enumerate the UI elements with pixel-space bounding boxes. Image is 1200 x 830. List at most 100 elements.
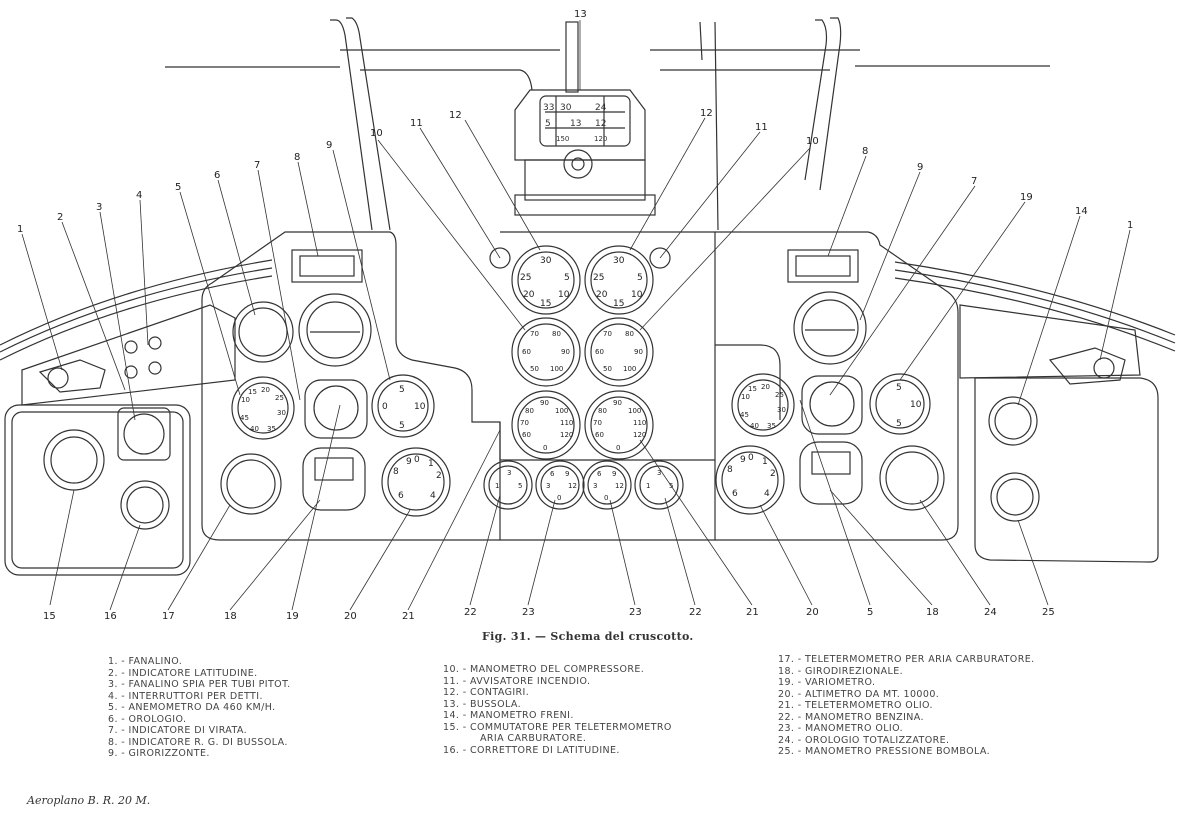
oil-pressure-right	[582, 460, 632, 510]
dial-number: 6	[398, 491, 404, 501]
latitude-corrector	[120, 480, 170, 530]
dial-number: 0	[543, 444, 547, 452]
dial-number: 20	[523, 290, 535, 300]
compressor-gauge-right	[584, 317, 654, 387]
callout: 15	[43, 611, 56, 622]
fuel-gauge-right	[634, 460, 684, 510]
legend-column-3: 17. - TELETERMOMETRO PER ARIA CARBURATOR…	[778, 654, 1035, 758]
compass-repeater-right	[787, 249, 859, 283]
callout: 24	[984, 607, 997, 618]
dial-number: 5	[399, 421, 405, 431]
dial-number: 10	[558, 290, 570, 300]
callout-numbers: 13 12 11 10 9 8 7 6 5 4 3 2 1 12 11 10 8…	[17, 9, 1133, 622]
legend-item: 10. - MANOMETRO DEL COMPRESSORE.	[443, 664, 645, 675]
compressor-gauge-left	[511, 317, 581, 387]
dial-number: 1	[428, 459, 434, 469]
legend-item: 13. - BUSSOLA.	[443, 698, 522, 710]
dial-number: 60	[522, 431, 531, 439]
legend-column-1: 1. - FANALINO. 2. - INDICATORE LATITUDIN…	[108, 656, 291, 760]
dial-number: 4	[430, 491, 436, 501]
dial-number: 90	[540, 399, 549, 407]
dial-number: 110	[633, 419, 646, 427]
fire-warning-right	[649, 247, 671, 269]
directional-gyro-left	[302, 447, 366, 511]
oil-thermometer-left	[511, 390, 581, 460]
legend-item: 12. - CONTAGIRI.	[443, 687, 530, 698]
compass-label: 5	[545, 119, 551, 129]
dial-number: 3	[593, 482, 597, 490]
callout: 4	[136, 190, 142, 201]
dial-number: 70	[593, 419, 602, 427]
dial-number: 30	[613, 256, 625, 266]
brake-gauge	[988, 396, 1038, 446]
legend-item: 5. - ANEMOMETRO DA 460 KM/H.	[108, 702, 276, 713]
callout: 8	[294, 152, 300, 163]
dial-number: 0	[382, 402, 388, 412]
dial-number: 15	[613, 299, 624, 309]
callout: 5	[867, 607, 873, 618]
dial-number: 10	[414, 402, 426, 412]
callout: 1	[17, 224, 23, 235]
dial-number: 70	[603, 330, 612, 338]
legend-item: 1. - FANALINO.	[108, 656, 183, 667]
legend-item: 15. - COMMUTATORE PER TELETERMOMETRO	[443, 721, 672, 733]
dial-number: 9	[406, 457, 412, 467]
compass-label: 120	[594, 135, 607, 143]
dial-number: 1	[495, 482, 499, 490]
left-side-console	[4, 304, 236, 576]
dial-number: 20	[261, 386, 270, 394]
dial-number: 30	[777, 406, 786, 414]
dial-number: 10	[910, 400, 922, 410]
directional-gyro-right	[799, 441, 863, 505]
dial-number: 80	[598, 407, 607, 415]
dial-number: 5	[896, 383, 902, 393]
oil-thermometer-right	[584, 390, 654, 460]
dial-number: 0	[748, 453, 754, 463]
switch-3	[148, 336, 162, 350]
callout: 14	[1075, 206, 1088, 217]
legend-item: 21. - TELETERMOMETRO OLIO.	[778, 700, 933, 711]
callout: 17	[162, 611, 175, 622]
legend-item: 25. - MANOMETRO PRESSIONE BOMBOLA.	[778, 746, 991, 757]
callout: 9	[326, 140, 332, 151]
dial-number: 5	[399, 385, 405, 395]
dial-number: 80	[525, 407, 534, 415]
callout: 16	[104, 611, 117, 622]
oil-pressure-left	[535, 460, 585, 510]
tachometer-right	[584, 245, 654, 315]
dial-number: 8	[393, 467, 399, 477]
callout: 10	[806, 136, 819, 147]
dial-number: 10	[741, 393, 750, 401]
dial-number: 80	[625, 330, 634, 338]
dial-number: 5	[518, 482, 522, 490]
legend-column-2: 10. - MANOMETRO DEL COMPRESSORE. 11. - A…	[443, 664, 672, 756]
fuel-gauge-left	[483, 460, 533, 510]
compass-scale: 33 30 24 5 13 12 150 120	[543, 103, 607, 143]
variometer-right	[869, 373, 931, 435]
dial-number: 10	[631, 290, 643, 300]
compass-label: 24	[595, 103, 607, 113]
dial-number: 50	[530, 365, 539, 373]
dial-number: 120	[633, 431, 646, 439]
dial-number: 100	[555, 407, 568, 415]
dial-number: 3	[657, 469, 661, 477]
callout: 6	[214, 170, 220, 181]
callout: 8	[862, 146, 868, 157]
callout: 23	[522, 607, 535, 618]
leader-lines	[21, 20, 1131, 611]
dial-number: 50	[603, 365, 612, 373]
dial-number: 4	[764, 489, 770, 499]
dial-number: 70	[520, 419, 529, 427]
callout: 1	[1127, 220, 1133, 231]
callout: 11	[755, 122, 768, 133]
legend-item: 8. - INDICATORE R. G. DI BUSSOLA.	[108, 736, 288, 748]
legend-item: 6. - OROLOGIO.	[108, 713, 187, 725]
callout: 12	[449, 110, 462, 121]
figure-caption: Fig. 31. — Schema del cruscotto.	[482, 630, 694, 643]
compass-label: 30	[560, 103, 572, 113]
callout: 19	[1020, 192, 1033, 203]
turn-indicator-left	[304, 379, 368, 439]
dial-number: 8	[727, 465, 733, 475]
legend-item: 2. - INDICATORE LATITUDINE.	[108, 667, 258, 679]
